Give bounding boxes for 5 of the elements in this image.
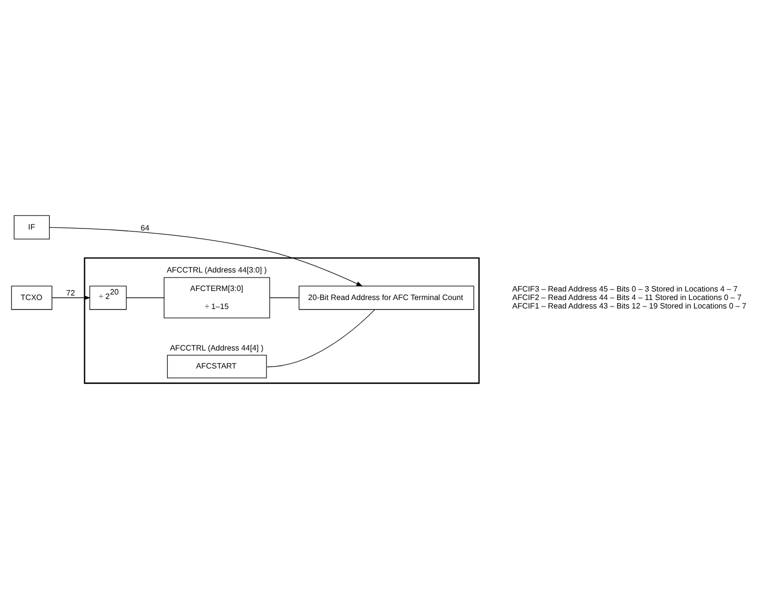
connector — [126, 297, 164, 298]
connector — [269, 297, 300, 298]
arrow — [49, 227, 363, 286]
arrow — [52, 295, 91, 300]
connector — [266, 309, 375, 368]
